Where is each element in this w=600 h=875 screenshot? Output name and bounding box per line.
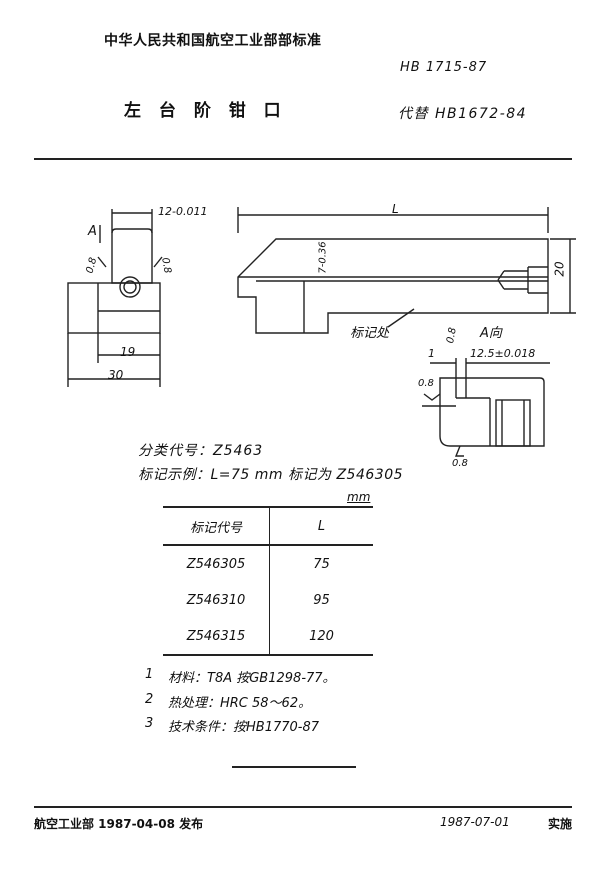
dim-19: 19 (120, 345, 136, 359)
view-a-drawing (422, 358, 550, 457)
cell-mark-code: Z546315 (163, 618, 270, 656)
implement-date: 1987-07-01 (440, 815, 510, 829)
document-title: 左 台 阶 钳 口 (124, 101, 287, 121)
roughness-bottom: 0.8 (452, 458, 468, 469)
note-number: 1 (145, 667, 154, 682)
standard-number: HB 1715-87 (400, 60, 488, 75)
org-standard-title: 中华人民共和国航空工业部部标准 (104, 33, 322, 49)
view-a-label: A向 (480, 326, 502, 341)
dim-depth: 7-0.36 (317, 241, 329, 274)
cell-mark-code: Z546305 (163, 545, 270, 582)
header-mark-code: 标记代号 (163, 506, 270, 546)
table-unit: mm (347, 490, 371, 504)
table-row: Z546310 95 (163, 582, 373, 618)
header-length: L (269, 506, 373, 546)
cell-length: 95 (313, 592, 330, 608)
header-divider (34, 158, 572, 160)
replaces-standard: 代替 HB1672-84 (398, 106, 528, 122)
side-view-drawing (237, 207, 576, 334)
note-text: 热处理：HRC 58～62。 (168, 696, 312, 711)
table-row: Z546315 120 (163, 618, 373, 656)
implement-label: 实施 (548, 817, 573, 831)
marking-example: 标记示例：L=75 mm 标记为 Z546305 (138, 467, 404, 483)
issuer-date: 航空工业部 1987-04-08 发布 (34, 817, 204, 831)
marking-table: 标记代号 L Z546305 75 Z546310 95 Z546315 120 (163, 506, 373, 656)
dim-width-tolerance: 12-0.011 (158, 205, 208, 218)
note-text: 材料：T8A 按GB1298-77。 (168, 671, 336, 686)
roughness-side: 0.8 (418, 378, 434, 389)
footer-divider (34, 806, 572, 808)
dim-30: 30 (108, 368, 124, 382)
classification-code: 分类代号：Z5463 (138, 443, 264, 459)
dim-length-l: L (392, 202, 399, 216)
view-letter-a: A (88, 224, 97, 239)
cell-length: 75 (313, 556, 330, 572)
note-number: 2 (145, 692, 154, 707)
dim-bore-tolerance: 12.5±0.018 (470, 347, 536, 360)
note-text: 技术条件：按HB1770-87 (168, 720, 320, 735)
marking-location-label: 标记处 (350, 326, 390, 341)
dim-height-20: 20 (552, 261, 567, 277)
cell-mark-code: Z546310 (163, 582, 270, 618)
end-view-drawing (67, 209, 163, 387)
table-header-row: 标记代号 L (163, 506, 373, 546)
dim-1: 1 (428, 347, 435, 360)
cell-length: 120 (269, 618, 373, 656)
table-row: Z546305 75 (163, 545, 373, 582)
notes-end-divider (232, 766, 356, 768)
note-number: 3 (145, 716, 154, 731)
